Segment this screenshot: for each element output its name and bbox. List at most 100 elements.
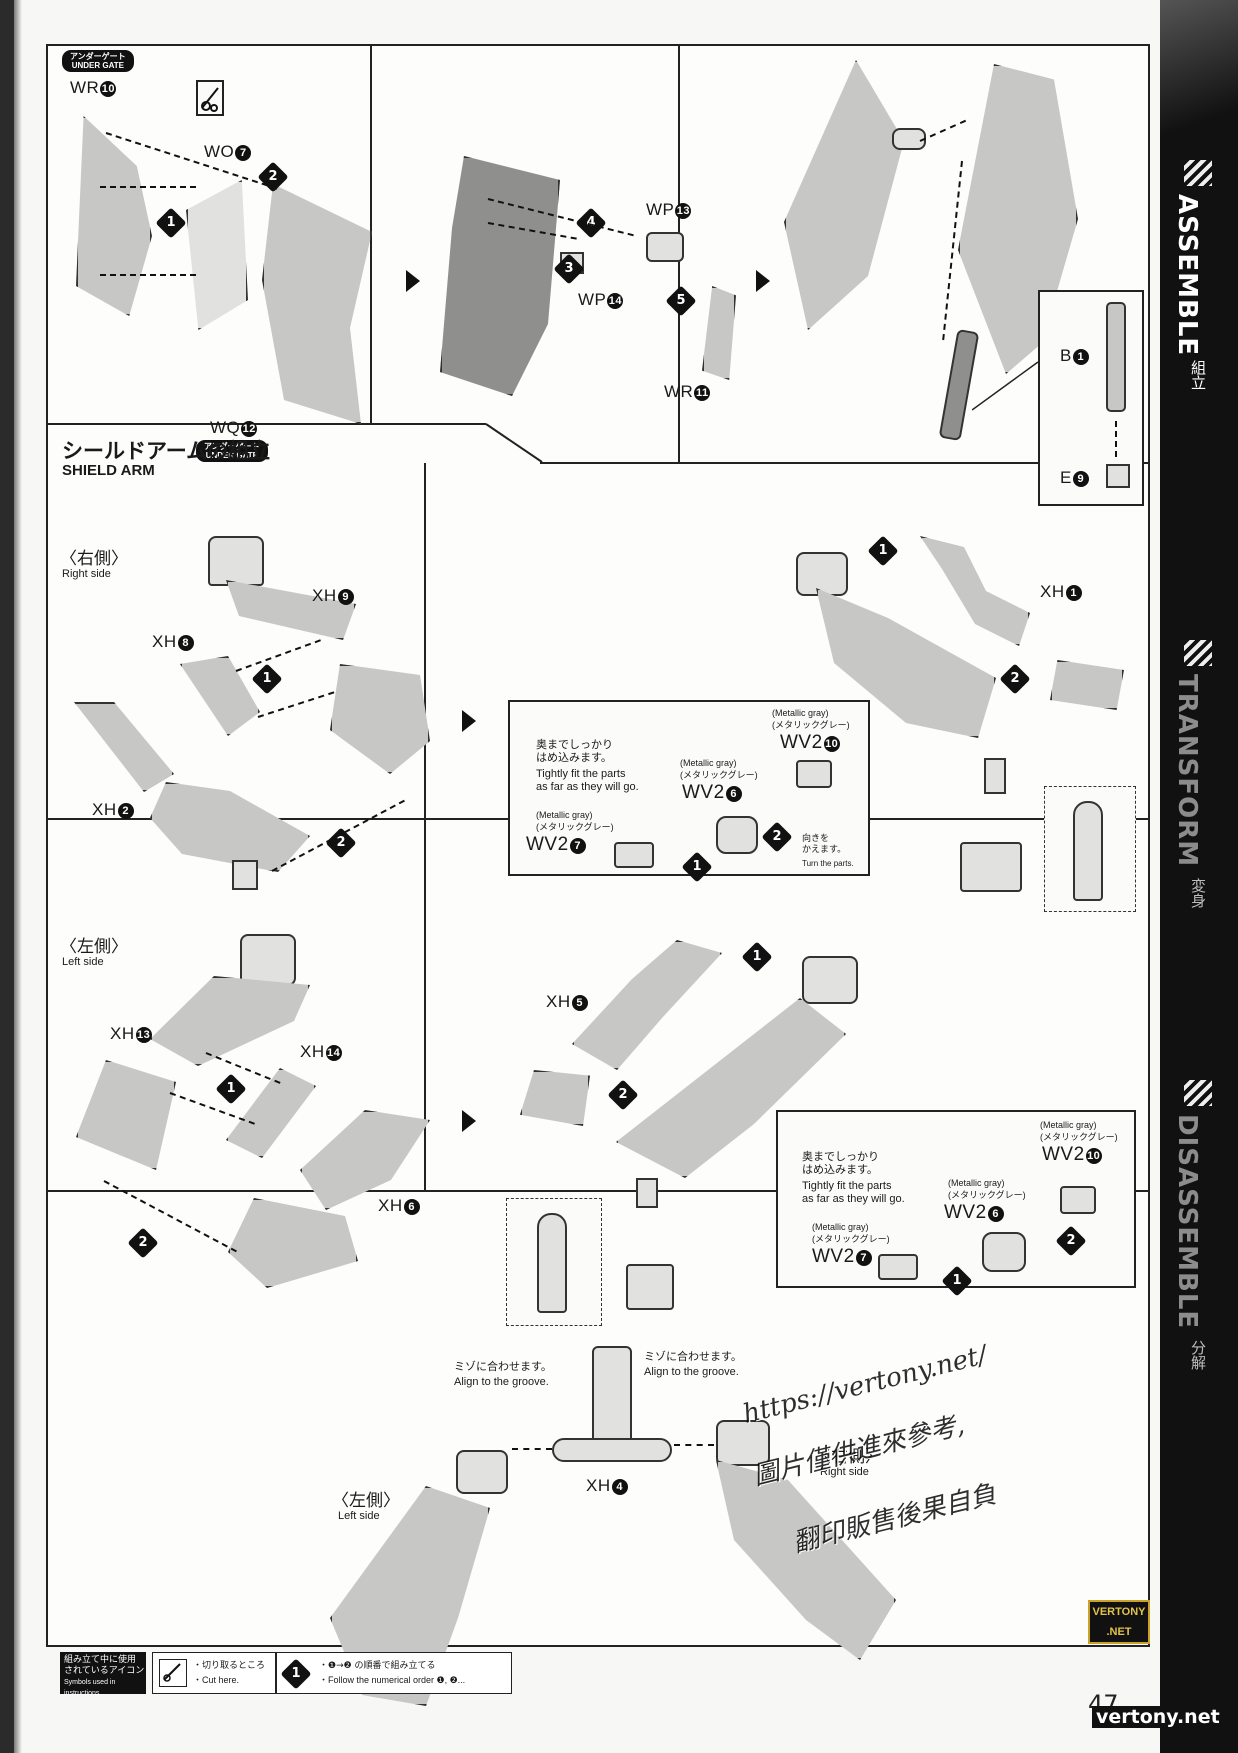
part-number: 14 xyxy=(607,293,624,309)
tab-transform[interactable]: TRANSFORM 変身 xyxy=(1160,640,1238,1040)
part-xh-peg xyxy=(984,758,1006,794)
part-code: WV2 xyxy=(1042,1144,1085,1165)
part-xh-socket xyxy=(796,552,848,596)
part-code: XH xyxy=(546,992,571,1011)
part-xh13-socket xyxy=(240,934,296,986)
tab-disassemble[interactable]: DISASSEMBLE 分解 xyxy=(1160,1080,1238,1500)
part-number: 13 xyxy=(135,1027,152,1043)
part-e9-cap xyxy=(1106,464,1130,488)
bottom-left-label-en: Left side xyxy=(338,1510,380,1522)
part-code: WQ xyxy=(210,418,241,437)
part-number: 8 xyxy=(177,635,194,651)
part-code: WV2 xyxy=(682,782,725,803)
legend-cut-en: ・Cut here. xyxy=(193,1675,240,1685)
legend-title: 組み立て中に使用 されているアイコン Symbols used in instr… xyxy=(60,1652,146,1697)
divider-top-row-left xyxy=(46,423,486,425)
right-side-label-jp: 〈右側〉 xyxy=(60,549,128,569)
step-1-badge: 1 xyxy=(155,207,187,239)
metallic-en: (Metallic gray) xyxy=(1040,1120,1097,1130)
vertony-logo-text: VERTONY .NET xyxy=(1092,1606,1146,1638)
metallic-jp: (メタリックグレー) xyxy=(1040,1132,1118,1142)
part-wv2-6 xyxy=(716,816,758,854)
step-1-badge: 1 xyxy=(280,1658,312,1690)
fit-note-en: Tightly fit the parts as far as they wil… xyxy=(536,768,639,793)
bottom-right-label-en: Right side xyxy=(820,1466,869,1478)
legend-title-en: Symbols used in instructions xyxy=(64,1679,116,1697)
stripe-icon xyxy=(1184,1080,1212,1106)
part-b1-detail xyxy=(1106,302,1126,412)
left-side-label-jp: 〈左側〉 xyxy=(60,937,128,957)
under-gate-jp: アンダーゲート xyxy=(204,442,260,451)
part-number: 1 xyxy=(1072,349,1089,365)
tab-transform-label: TRANSFORM xyxy=(1172,674,1202,868)
tab-disassemble-label: DISASSEMBLE xyxy=(1172,1114,1202,1330)
nipper-icon xyxy=(196,80,224,116)
divider-right-side xyxy=(424,463,426,819)
part-number: 9 xyxy=(1072,471,1089,487)
tab-assemble[interactable]: ASSEMBLE 組立 xyxy=(1160,160,1238,560)
under-gate-badge-bottom: アンダーゲート UNDER GATE xyxy=(196,440,268,462)
step-2-badge: 2 xyxy=(761,821,793,853)
step-1-badge: 1 xyxy=(741,941,773,973)
metallic-jp: (メタリックグレー) xyxy=(948,1190,1026,1200)
part-code: E xyxy=(1060,468,1072,487)
groove-note-right-jp: ミゾに合わせます。 xyxy=(644,1350,742,1363)
legend-cut-jp: ・切り取るところ xyxy=(193,1661,266,1671)
under-gate-en: UNDER GATE xyxy=(71,61,124,70)
part-code: WP xyxy=(578,290,607,309)
part-number: 11 xyxy=(694,385,711,401)
step-1-badge: 1 xyxy=(681,851,713,883)
part-wv2-10 xyxy=(1060,1186,1096,1214)
metallic-jp: (メタリックグレー) xyxy=(812,1234,890,1244)
part-peg-detail xyxy=(537,1213,567,1313)
section-title-jp: シールドアームの組立 xyxy=(62,439,271,463)
turn-note-en: Turn the parts. xyxy=(802,859,854,868)
part-code: XH xyxy=(110,1024,135,1043)
step-1-badge: 1 xyxy=(867,535,899,567)
part-wv2-10 xyxy=(796,760,832,788)
part-xh-socket-left xyxy=(802,956,858,1004)
tab-transform-jp: 変身 xyxy=(1189,878,1207,908)
part-number: 4 xyxy=(611,1479,628,1495)
part-right-socket xyxy=(716,1420,770,1466)
part-code: XH xyxy=(312,586,337,605)
part-joint xyxy=(892,128,926,150)
part-wv2-7 xyxy=(878,1254,918,1280)
part-peg-detail xyxy=(1073,801,1103,901)
step-1-badge: 1 xyxy=(941,1265,973,1297)
part-number: 6 xyxy=(987,1206,1004,1222)
part-number: 10 xyxy=(823,736,840,752)
bottom-right-label-jp: 〈右側〉 xyxy=(814,1447,882,1467)
metallic-jp: (メタリックグレー) xyxy=(680,770,758,780)
metallic-jp: (メタリックグレー) xyxy=(536,822,614,832)
step-2-badge: 2 xyxy=(999,663,1031,695)
part-left-socket xyxy=(456,1450,508,1494)
footer-url-link[interactable]: vertony.net xyxy=(1092,1706,1224,1728)
next-arrow-icon xyxy=(406,270,420,292)
step-1-badge: 1 xyxy=(215,1073,247,1105)
part-wv2-joint-left xyxy=(626,1264,674,1310)
part-wv2-6 xyxy=(982,1232,1026,1272)
tab-assemble-jp: 組立 xyxy=(1189,360,1207,390)
fit-note-en: Tightly fit the parts as far as they wil… xyxy=(802,1180,905,1205)
groove-note-left-en: Align to the groove. xyxy=(454,1376,549,1388)
part-wv2-joint xyxy=(960,842,1022,892)
assembly-guide-line xyxy=(100,186,196,188)
part-number: 13 xyxy=(675,203,692,219)
